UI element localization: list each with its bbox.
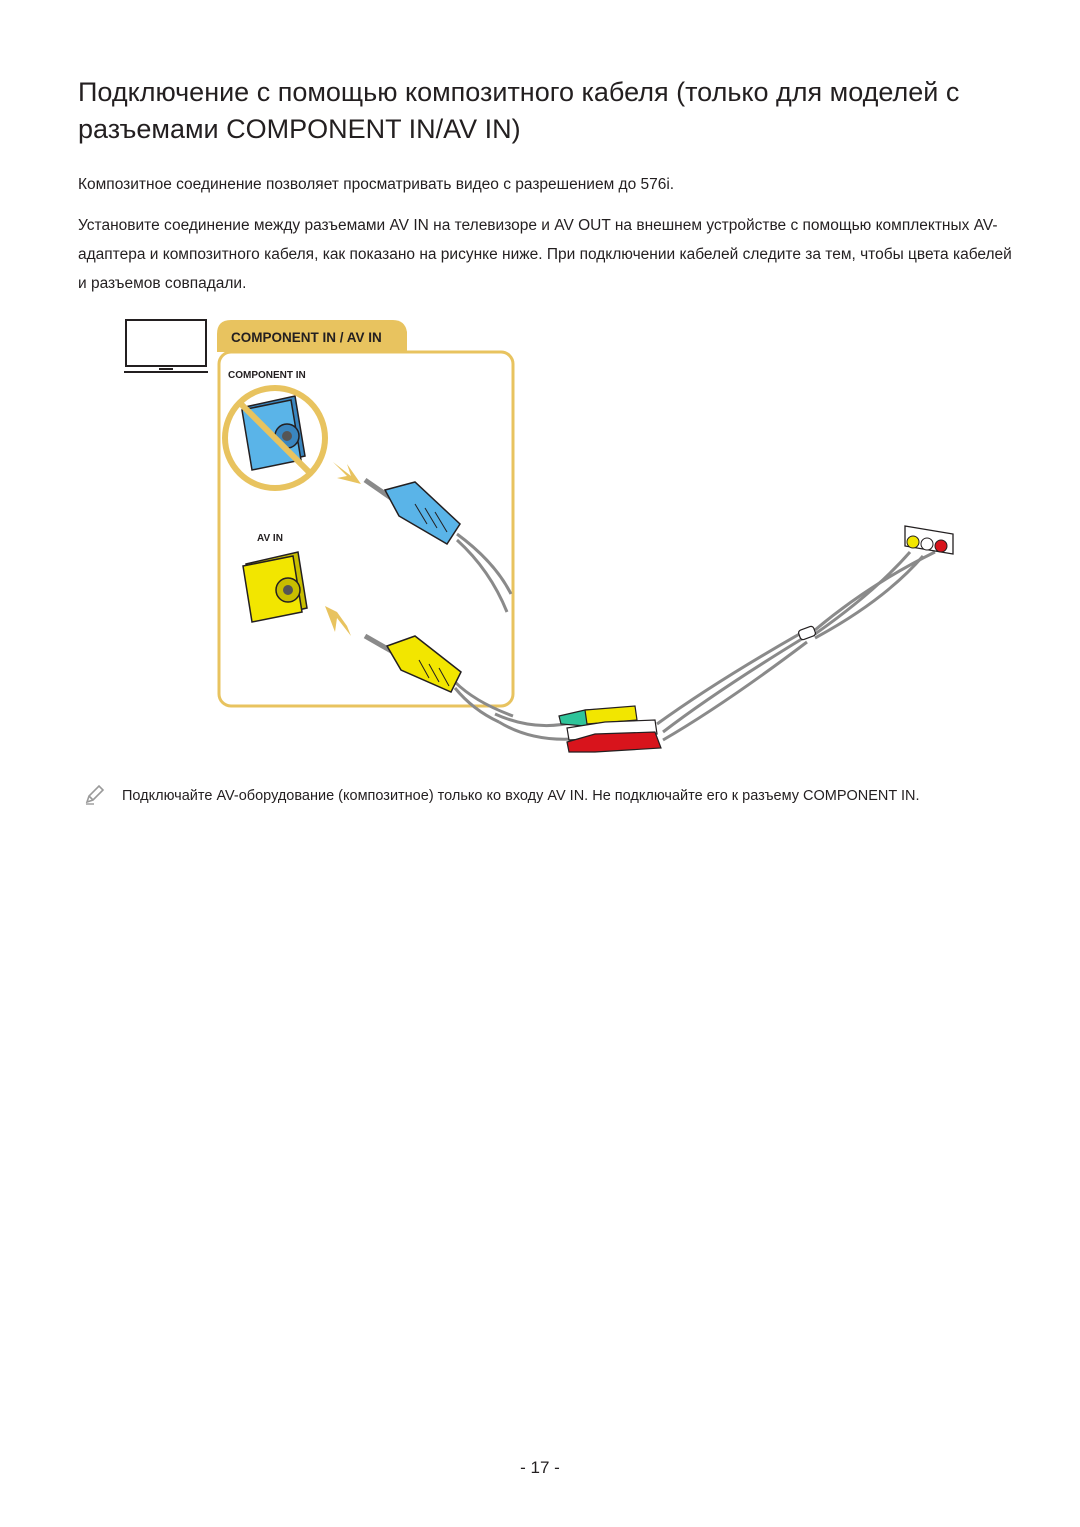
panel-tab: COMPONENT IN / AV IN [217,320,407,352]
av-in-port [242,551,308,623]
note-text: Подключайте AV-оборудование (композитное… [122,788,920,804]
yellow-plug [363,633,462,693]
cable [453,532,936,742]
blue-plug [363,477,461,546]
prohibited-icon [222,385,328,491]
paragraph-resolution: Композитное соединение позволяет просмат… [78,176,675,193]
rca-plugs [558,705,662,753]
section-title: Подключение с помощью композитного кабел… [78,77,960,144]
cable-tie [798,625,816,641]
arrow-icon [325,606,351,636]
av-out-port [904,525,954,555]
pencil-icon [85,784,105,805]
paragraph-instructions: Установите соединение между разъемами AV… [78,217,1012,292]
tab-label: COMPONENT IN / AV IN [231,330,382,345]
av-in-label: AV IN [257,533,283,544]
page-number: - 17 - [520,1458,560,1477]
component-in-label: COMPONENT IN [228,370,306,381]
arrow-icon [333,462,361,484]
connection-diagram: COMPONENT IN / AV IN COMPONENT IN AV IN [124,319,954,753]
tv-icon [124,319,208,373]
